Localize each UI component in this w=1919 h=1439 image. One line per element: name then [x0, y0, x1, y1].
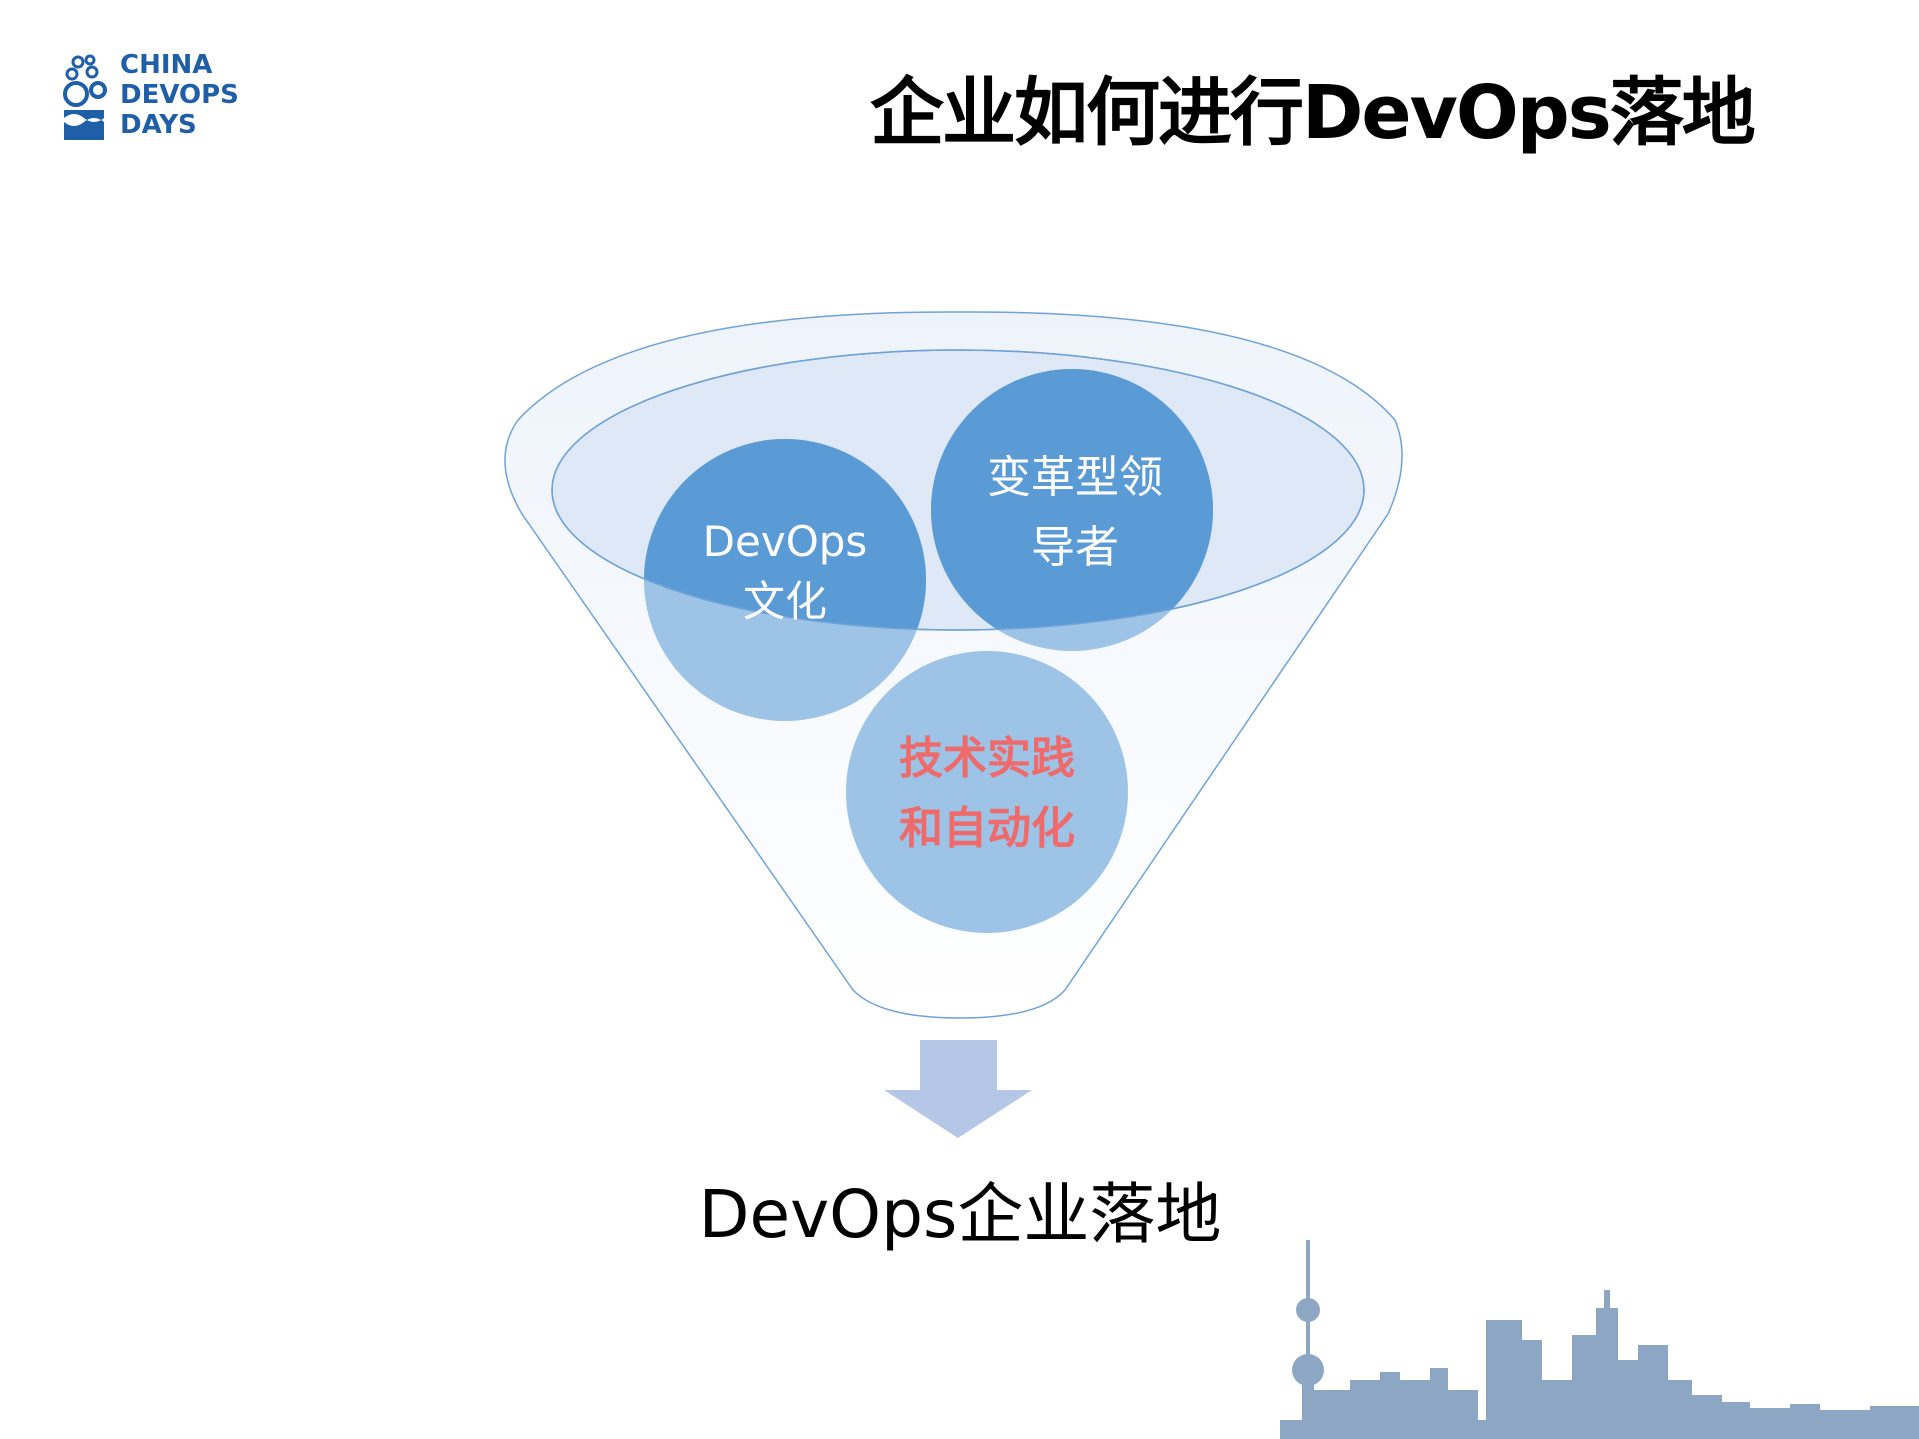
circle-label-culture-line1: DevOps [702, 517, 868, 566]
logo-line-days: DAYS [120, 110, 197, 140]
circle-label-leader-line2: 导者 [1031, 522, 1119, 573]
city-skyline-image [1280, 1240, 1919, 1439]
circle-label-leader: 变革型领 导者 [935, 443, 1215, 583]
circle-tech-practice [846, 651, 1128, 933]
page-title: 企业如何进行DevOps落地 [870, 70, 1756, 156]
circle-label-culture: DevOps 文化 [645, 512, 925, 632]
logo-wordmark: CHINA DEVOPS DAYS [120, 50, 239, 140]
logo-line-china: CHINA [120, 50, 213, 80]
logo-line-devops: DEVOPS [120, 80, 239, 110]
circle-label-culture-line2: 文化 [742, 577, 827, 626]
circle-label-tech-line2: 和自动化 [899, 803, 1075, 854]
china-devops-days-logo: CHINA DEVOPS DAYS [62, 50, 252, 146]
down-arrow-icon [884, 1040, 1032, 1138]
devops-days-logo-icon [63, 54, 107, 140]
funnel-outcome-label: DevOps企业落地 [698, 1176, 1222, 1253]
circle-label-tech: 技术实践 和自动化 [847, 724, 1127, 864]
circle-label-leader-line1: 变革型领 [987, 452, 1163, 503]
circle-label-tech-line1: 技术实践 [899, 733, 1075, 784]
